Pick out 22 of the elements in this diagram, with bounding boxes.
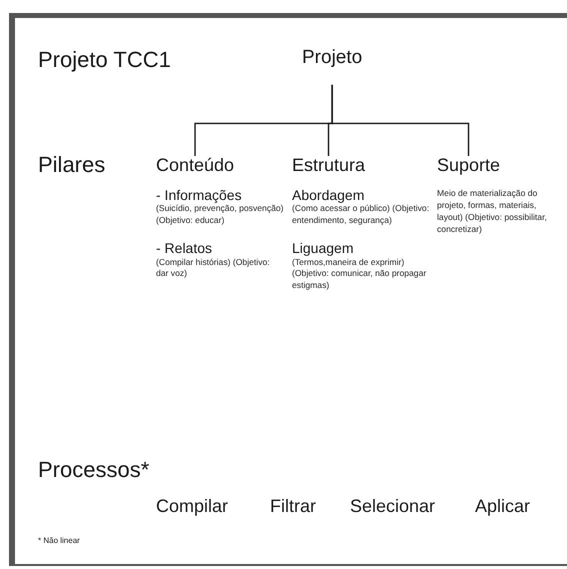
section-heading: Abordagem [292, 188, 366, 204]
process-step: Compilar [156, 497, 228, 517]
section-heading: - Relatos [156, 241, 214, 256]
description-text: (Compilar histórias) (Objetivo: dar voz) [156, 256, 271, 280]
title: Projeto TCC1 [38, 48, 171, 72]
section-heading: - Informações [156, 188, 243, 204]
process-step: Aplicar [475, 497, 530, 517]
description-text: (Termos,maneira de exprimir) (Objetivo: comunicar, não propagar estigmas) [292, 256, 428, 292]
description-text: Meio de materialização do projeto, formas, materiais, layout) (Objetivo: possibilitar, concretizar) [437, 188, 548, 236]
pillar-heading: Suporte [437, 156, 500, 176]
description-text: (Suicídio, prevenção, posvenção) (Objetivo: educar) [156, 203, 284, 228]
process-step: Selecionar [350, 497, 436, 517]
pillar-heading: Estrutura [292, 156, 366, 176]
connector-line [331, 84, 470, 156]
section-heading: Liguagem [292, 241, 354, 256]
row-label: Processos* [38, 458, 150, 482]
tree-node-label: Projeto [302, 48, 362, 85]
pillar-heading: Conteúdo [156, 156, 234, 176]
row-label: Pilares [38, 153, 106, 178]
process-step: Filtrar [270, 497, 316, 517]
description-text: (Como acessar o público) (Objetivo: entendimento, segurança) [292, 203, 430, 228]
footnote: * Não linear [38, 536, 80, 545]
